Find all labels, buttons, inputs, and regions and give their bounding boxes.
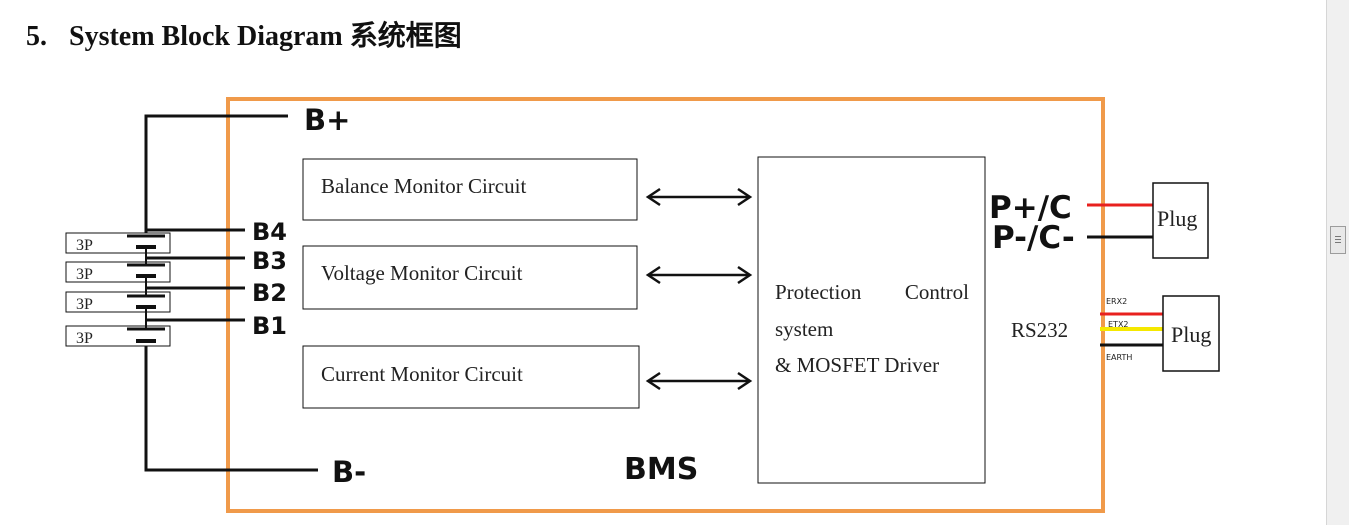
earth-wire-label: EARTH bbox=[1106, 353, 1132, 362]
power-plug-label: Plug bbox=[1157, 206, 1197, 231]
power-plug bbox=[1152, 182, 1209, 259]
cell-label-1: 3P bbox=[76, 330, 93, 347]
section-number: 5. bbox=[26, 21, 47, 52]
protection-label-word-2: Control bbox=[905, 280, 969, 304]
b-minus-label: B- bbox=[332, 455, 366, 489]
comm-plug-label: Plug bbox=[1171, 322, 1211, 347]
balance-monitor-block bbox=[302, 158, 638, 221]
b1-label: B1 bbox=[252, 312, 287, 340]
voltage-link-arrow bbox=[645, 265, 753, 285]
current-link-arrow bbox=[645, 371, 753, 391]
section-heading: 5. System Block Diagram 系统框图 bbox=[26, 14, 462, 54]
cell-label-2: 3P bbox=[76, 296, 93, 313]
cell-stack: 3P 3P 3P 3P bbox=[65, 232, 171, 347]
current-monitor-block bbox=[302, 345, 640, 409]
b2-label: B2 bbox=[252, 279, 287, 307]
b4-label: B4 bbox=[252, 218, 287, 246]
p-plus-label: P+/C bbox=[989, 190, 1072, 226]
b-plus-wire bbox=[144, 114, 288, 233]
protection-label-line-3: & MOSFET Driver bbox=[775, 353, 939, 377]
grip-line bbox=[1335, 242, 1341, 243]
protection-control-block bbox=[757, 156, 986, 484]
b3-label: B3 bbox=[252, 247, 287, 275]
scrollbar-thumb[interactable] bbox=[1330, 226, 1346, 254]
bms-boundary bbox=[226, 97, 1105, 513]
erx-wire-label: ERX2 bbox=[1106, 297, 1127, 306]
p-minus-label: P-/C- bbox=[992, 220, 1075, 256]
rs232-label: RS232 bbox=[1011, 318, 1068, 342]
current-monitor-label: Current Monitor Circuit bbox=[321, 362, 523, 386]
balance-monitor-label: Balance Monitor Circuit bbox=[321, 174, 526, 198]
voltage-monitor-label: Voltage Monitor Circuit bbox=[321, 261, 523, 285]
section-title: System Block Diagram 系统框图 bbox=[69, 21, 462, 52]
balance-link-arrow bbox=[645, 187, 753, 207]
cell-label-4: 3P bbox=[76, 237, 93, 254]
voltage-monitor-block bbox=[302, 245, 638, 310]
etx-wire-label: ETX2 bbox=[1108, 320, 1129, 329]
bms-label: BMS bbox=[624, 452, 698, 487]
protection-label-word-1: Protection bbox=[775, 280, 862, 304]
b-minus-wire bbox=[144, 343, 318, 472]
comm-plug bbox=[1162, 295, 1220, 372]
b-plus-label: B+ bbox=[304, 103, 350, 137]
grip-line bbox=[1335, 239, 1341, 240]
protection-label-line-2: system bbox=[775, 317, 833, 341]
cell-label-3: 3P bbox=[76, 266, 93, 283]
vertical-scrollbar[interactable] bbox=[1326, 0, 1349, 525]
grip-line bbox=[1335, 236, 1341, 237]
